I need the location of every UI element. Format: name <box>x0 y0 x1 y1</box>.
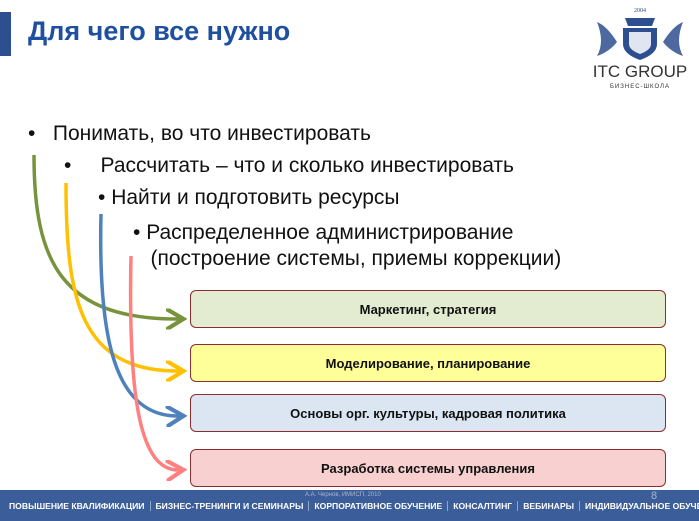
arrow-modeling <box>64 182 180 371</box>
page-number: 8 <box>651 490 658 502</box>
footer-item[interactable]: КОРПОРАТИВНОЕ ОБУЧЕНИЕ <box>309 500 449 511</box>
bullet-4-text: Распределенное администрирование <box>146 221 514 244</box>
arrow-marketing <box>32 154 180 319</box>
footer-bar: ПОВЫШЕНИЕ КВАЛИФИКАЦИИ БИЗНЕС-ТРЕНИНГИ И… <box>0 490 699 521</box>
bullet-3: • Найти и подготовить ресурсы <box>98 186 400 209</box>
logo-name: ITC GROUP <box>592 62 688 81</box>
footer-item[interactable]: ПОВЫШЕНИЕ КВАЛИФИКАЦИИ <box>4 500 151 511</box>
slide-title: Для чего все нужно <box>28 16 291 46</box>
footer-item[interactable]: БИЗНЕС-ТРЕНИНГИ И СЕМИНАРЫ <box>151 500 310 511</box>
box-marketing: Маркетинг, стратегия <box>190 290 666 328</box>
arrow-culture <box>98 213 180 416</box>
arrow-management <box>128 255 180 470</box>
author-credit: А.А. Чернов, ИМИСП, 2010 <box>305 492 381 498</box>
bullet-1: • Понимать, во что инвестировать <box>28 122 371 145</box>
bullet-4: • Распределенное администрирование (пост… <box>133 221 562 270</box>
box-culture: Основы орг. культуры, кадровая политика <box>190 394 666 432</box>
footer-item[interactable]: КОНСАЛТИНГ <box>448 500 519 511</box>
bullet-2-text: Рассчитать – что и сколько инвестировать <box>100 154 514 177</box>
bullet-2: • Рассчитать – что и сколько инвестирова… <box>64 154 514 177</box>
bullet-3-text: Найти и подготовить ресурсы <box>111 186 400 209</box>
footer-item[interactable]: ВЕБИНАРЫ <box>518 500 581 511</box>
box-modeling: Моделирование, планирование <box>190 344 666 382</box>
title-accent-bar <box>0 12 11 56</box>
crest-icon: 2004 <box>597 8 683 60</box>
footer-item[interactable]: ИНДИВИДУАЛЬНОЕ ОБУЧЕНИЕ <box>585 500 699 511</box>
box-management: Разработка системы управления <box>190 449 666 487</box>
svg-text:2004: 2004 <box>634 8 646 14</box>
logo-subtitle: БИЗНЕС-ШКОЛА <box>609 84 670 90</box>
itc-group-logo: 2004 ITC GROUP БИЗНЕС-ШКОЛА <box>585 4 695 90</box>
bullet-4-continuation: (построение системы, приемы коррекции) <box>150 247 562 270</box>
bullet-1-text: Понимать, во что инвестировать <box>52 122 371 145</box>
